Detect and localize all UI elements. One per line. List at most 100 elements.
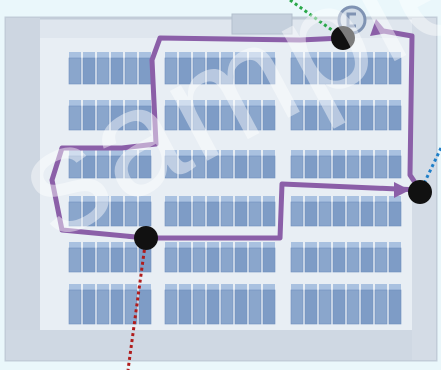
- shelf-top: [207, 52, 219, 58]
- shelf-top: [179, 150, 191, 156]
- shelf-top: [361, 100, 373, 106]
- shelf-unit: [69, 248, 81, 272]
- shelf-top: [111, 284, 123, 290]
- shelf-top: [111, 242, 123, 248]
- shelf-unit: [207, 156, 219, 178]
- shelf-unit: [69, 202, 81, 226]
- shelf-top: [125, 150, 137, 156]
- shelf-unit: [319, 106, 331, 130]
- shelf-unit: [305, 58, 317, 84]
- shelf-unit: [193, 202, 205, 226]
- shelf-unit: [165, 290, 177, 324]
- shelf-top: [249, 196, 261, 202]
- shelf-top: [291, 284, 303, 290]
- shelf-unit: [305, 290, 317, 324]
- shelf-unit: [375, 58, 387, 84]
- shelf-unit: [235, 106, 247, 130]
- shelf-top: [361, 150, 373, 156]
- shelf-unit: [291, 202, 303, 226]
- shelf-top: [235, 150, 247, 156]
- shelf-top: [97, 196, 109, 202]
- shelf-unit: [305, 156, 317, 178]
- shelf-unit: [221, 58, 233, 84]
- shelf-unit: [221, 248, 233, 272]
- shelf-top: [305, 100, 317, 106]
- bottom-wall: [6, 330, 436, 360]
- shelf-unit: [263, 106, 275, 130]
- shelf-top: [207, 284, 219, 290]
- shelf-top: [193, 100, 205, 106]
- shelf-unit: [69, 58, 81, 84]
- shelf-unit: [193, 106, 205, 130]
- shelf-unit: [125, 106, 137, 130]
- shelf-unit: [111, 248, 123, 272]
- shelf-unit: [83, 248, 95, 272]
- shelf-unit: [333, 58, 345, 84]
- shelf-top: [83, 284, 95, 290]
- shelf-top: [361, 52, 373, 58]
- shelf-unit: [235, 202, 247, 226]
- shelf-unit: [389, 156, 401, 178]
- shelf-unit: [389, 106, 401, 130]
- shelf-top: [305, 150, 317, 156]
- shelf-top: [263, 100, 275, 106]
- shelf-unit: [179, 106, 191, 130]
- shelf-unit: [221, 202, 233, 226]
- shelf-unit: [139, 106, 151, 130]
- shelf-top: [361, 242, 373, 248]
- shelf-top: [125, 100, 137, 106]
- shelf-unit: [97, 58, 109, 84]
- shelf-unit: [347, 58, 359, 84]
- shelf-top: [319, 150, 331, 156]
- shelf-top: [319, 242, 331, 248]
- shelf-top: [207, 242, 219, 248]
- shelf-unit: [125, 202, 137, 226]
- shelf-top: [111, 100, 123, 106]
- shelf-unit: [111, 202, 123, 226]
- shelf-top: [69, 196, 81, 202]
- shelf-unit: [207, 106, 219, 130]
- shelf-top: [139, 150, 151, 156]
- shelf-top: [375, 196, 387, 202]
- shelf-unit: [263, 202, 275, 226]
- shelf-unit: [333, 290, 345, 324]
- shelf-top: [69, 52, 81, 58]
- shelf-unit: [193, 290, 205, 324]
- shelf-unit: [249, 58, 261, 84]
- shelf-top: [97, 284, 109, 290]
- shelf-unit: [249, 156, 261, 178]
- shelf-unit: [249, 248, 261, 272]
- shelf-unit: [235, 58, 247, 84]
- shelf-unit: [375, 202, 387, 226]
- shelf-unit: [347, 248, 359, 272]
- shelf-top: [305, 242, 317, 248]
- shelf-top: [97, 242, 109, 248]
- shelf-unit: [305, 202, 317, 226]
- shelf-unit: [375, 106, 387, 130]
- shelf-unit: [361, 202, 373, 226]
- shelf-unit: [125, 290, 137, 324]
- shelf-top: [97, 100, 109, 106]
- shelf-top: [207, 150, 219, 156]
- shelf-top: [361, 284, 373, 290]
- shelf-top: [193, 150, 205, 156]
- shelf-top: [179, 100, 191, 106]
- shelf-unit: [83, 290, 95, 324]
- shelf-top: [305, 284, 317, 290]
- shelf-top: [333, 284, 345, 290]
- shelf-unit: [69, 106, 81, 130]
- shelf-unit: [319, 156, 331, 178]
- shelf-top: [207, 196, 219, 202]
- shelf-top: [291, 150, 303, 156]
- shelf-top: [165, 150, 177, 156]
- shelf-top: [165, 100, 177, 106]
- shelf-unit: [207, 248, 219, 272]
- shelf-top: [83, 150, 95, 156]
- shelf-top: [333, 150, 345, 156]
- shelf-unit: [347, 106, 359, 130]
- shelf-unit: [361, 248, 373, 272]
- shelf-top: [165, 242, 177, 248]
- shelf-unit: [207, 202, 219, 226]
- shelf-top: [125, 52, 137, 58]
